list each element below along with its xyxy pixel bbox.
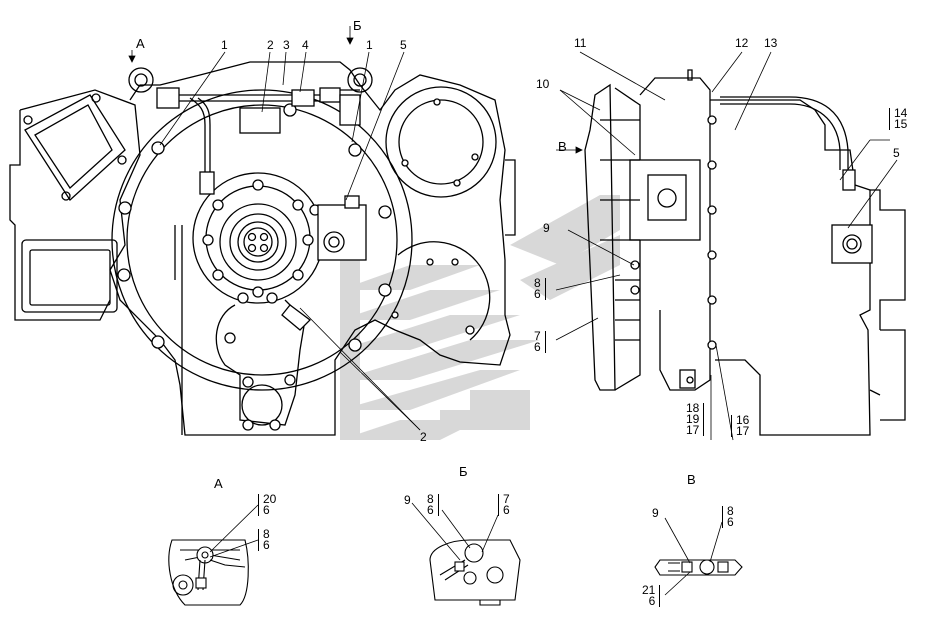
callout-1b: 1 bbox=[366, 38, 373, 52]
detail-title-a: А bbox=[214, 476, 223, 491]
callout-9: 9 bbox=[543, 221, 550, 235]
leader-lines bbox=[128, 26, 898, 441]
callout-3: 3 bbox=[283, 38, 290, 52]
view-label-v: В bbox=[558, 139, 567, 154]
detail-title-v: В bbox=[687, 472, 696, 487]
view-label-b: Б bbox=[353, 18, 362, 33]
side-view bbox=[584, 69, 906, 436]
callout-4: 4 bbox=[302, 38, 309, 52]
callout-5-side: 5 bbox=[893, 146, 900, 160]
front-view bbox=[9, 61, 516, 436]
detail-v bbox=[654, 517, 743, 596]
callout-2: 2 bbox=[267, 38, 274, 52]
callout-5: 5 bbox=[400, 38, 407, 52]
detail-title-b: Б bbox=[459, 464, 468, 479]
watermark-logo bbox=[340, 195, 620, 440]
detail-v-callout-9: 9 bbox=[652, 506, 659, 520]
detail-b bbox=[411, 502, 521, 606]
callout-2b: 2 bbox=[420, 430, 427, 444]
detail-a bbox=[168, 504, 259, 606]
view-label-a: А bbox=[136, 36, 145, 51]
callout-1: 1 bbox=[221, 38, 228, 52]
callout-13: 13 bbox=[764, 36, 778, 50]
callout-12: 12 bbox=[735, 36, 749, 50]
callout-11: 11 bbox=[574, 36, 587, 50]
callout-10: 10 bbox=[536, 77, 550, 91]
detail-b-callout-9: 9 bbox=[404, 493, 411, 507]
